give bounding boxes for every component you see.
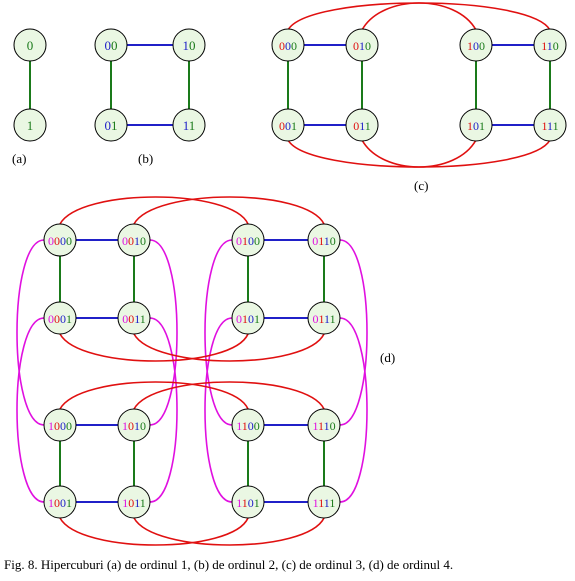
node-a-1: 1 [13,108,47,142]
node-label: 0100 [236,234,260,248]
node-c-101: 101 [459,108,493,142]
edge-d [59,381,249,410]
edge-d [133,381,325,410]
node-c-010: 010 [345,28,379,62]
edge-d [133,196,325,225]
node-label: 1101 [236,496,260,510]
node-label: 1111 [313,496,336,510]
node-d-0101: 0101 [231,301,265,335]
node-c-100: 100 [459,28,493,62]
node-d-0000: 0000 [43,223,77,257]
edge-d [149,317,178,503]
edge-d [339,239,368,426]
node-d-0110: 0110 [307,223,341,257]
node-label: 001 [279,119,297,133]
node-b-01: 01 [94,108,128,142]
node-label: 00 [105,38,118,53]
edge-c [287,139,551,168]
panel-d: 0000 0010 0100 0110 0001 0011 0101 0111 … [16,196,395,546]
panel-c: 000 010 100 110 001 011 101 111 (c) [271,2,567,193]
panel-label-a: (a) [12,151,26,166]
edge-c [361,139,477,168]
edge-d [59,196,249,225]
node-d-1010: 1010 [117,408,151,442]
node-label: 000 [279,39,297,53]
edge-d [133,517,325,546]
node-label: 01 [105,118,118,133]
node-d-0010: 0010 [117,223,151,257]
node-d-1000: 1000 [43,408,77,442]
node-label: 0 [27,38,34,53]
edge-d [149,239,178,426]
node-d-1111: 1111 [307,485,341,519]
edge-d [16,317,45,503]
panel-a: 0 1 (a) [12,28,47,166]
node-label: 0110 [312,234,336,248]
edge-d [204,317,233,503]
node-a-0: 0 [13,28,47,62]
node-d-0111: 0111 [307,301,341,335]
node-b-00: 00 [94,28,128,62]
edge-d [204,239,233,426]
node-c-110: 110 [533,28,567,62]
node-label: 111 [541,119,558,133]
node-label: 10 [183,38,196,53]
node-label: 101 [467,119,485,133]
node-label: 010 [353,39,371,53]
panel-label-c: (c) [414,178,428,193]
node-c-111: 111 [533,108,567,142]
edge-d [339,317,368,503]
node-b-10: 10 [172,28,206,62]
node-d-1101: 1101 [231,485,265,519]
node-c-011: 011 [345,108,379,142]
node-d-0100: 0100 [231,223,265,257]
panel-label-d: (d) [380,350,395,365]
node-label: 0000 [48,234,72,248]
node-d-0011: 0011 [117,301,151,335]
node-label: 0001 [48,312,72,326]
node-label: 110 [541,39,559,53]
node-label: 0111 [312,312,335,326]
node-b-11: 11 [172,108,206,142]
node-label: 0101 [236,312,260,326]
panel-label-b: (b) [138,151,153,166]
edge-d [16,239,45,426]
node-c-001: 001 [271,108,305,142]
node-d-1001: 1001 [43,485,77,519]
node-d-1110: 1110 [307,408,341,442]
edge-d [133,333,325,362]
edge-d [59,517,249,546]
node-label: 1010 [122,419,146,433]
node-d-0001: 0001 [43,301,77,335]
node-label: 1 [27,118,34,133]
node-label: 0010 [122,234,146,248]
edge-c [287,2,551,31]
node-c-000: 000 [271,28,305,62]
node-label: 100 [467,39,485,53]
node-label: 11 [183,118,196,133]
node-label: 011 [353,119,371,133]
edge-c [361,2,477,31]
node-d-1100: 1100 [231,408,265,442]
node-d-1011: 1011 [117,485,151,519]
node-label: 1001 [48,496,72,510]
node-label: 1110 [312,419,335,433]
node-label: 1100 [236,419,260,433]
node-label: 1000 [48,419,72,433]
node-label: 1011 [122,496,146,510]
edge-d [59,333,249,362]
figure-caption: Fig. 8. Hipercuburi (a) de ordinul 1, (b… [4,557,453,572]
panel-b: 00 10 01 11 (b) [94,28,206,166]
node-label: 0011 [122,312,146,326]
